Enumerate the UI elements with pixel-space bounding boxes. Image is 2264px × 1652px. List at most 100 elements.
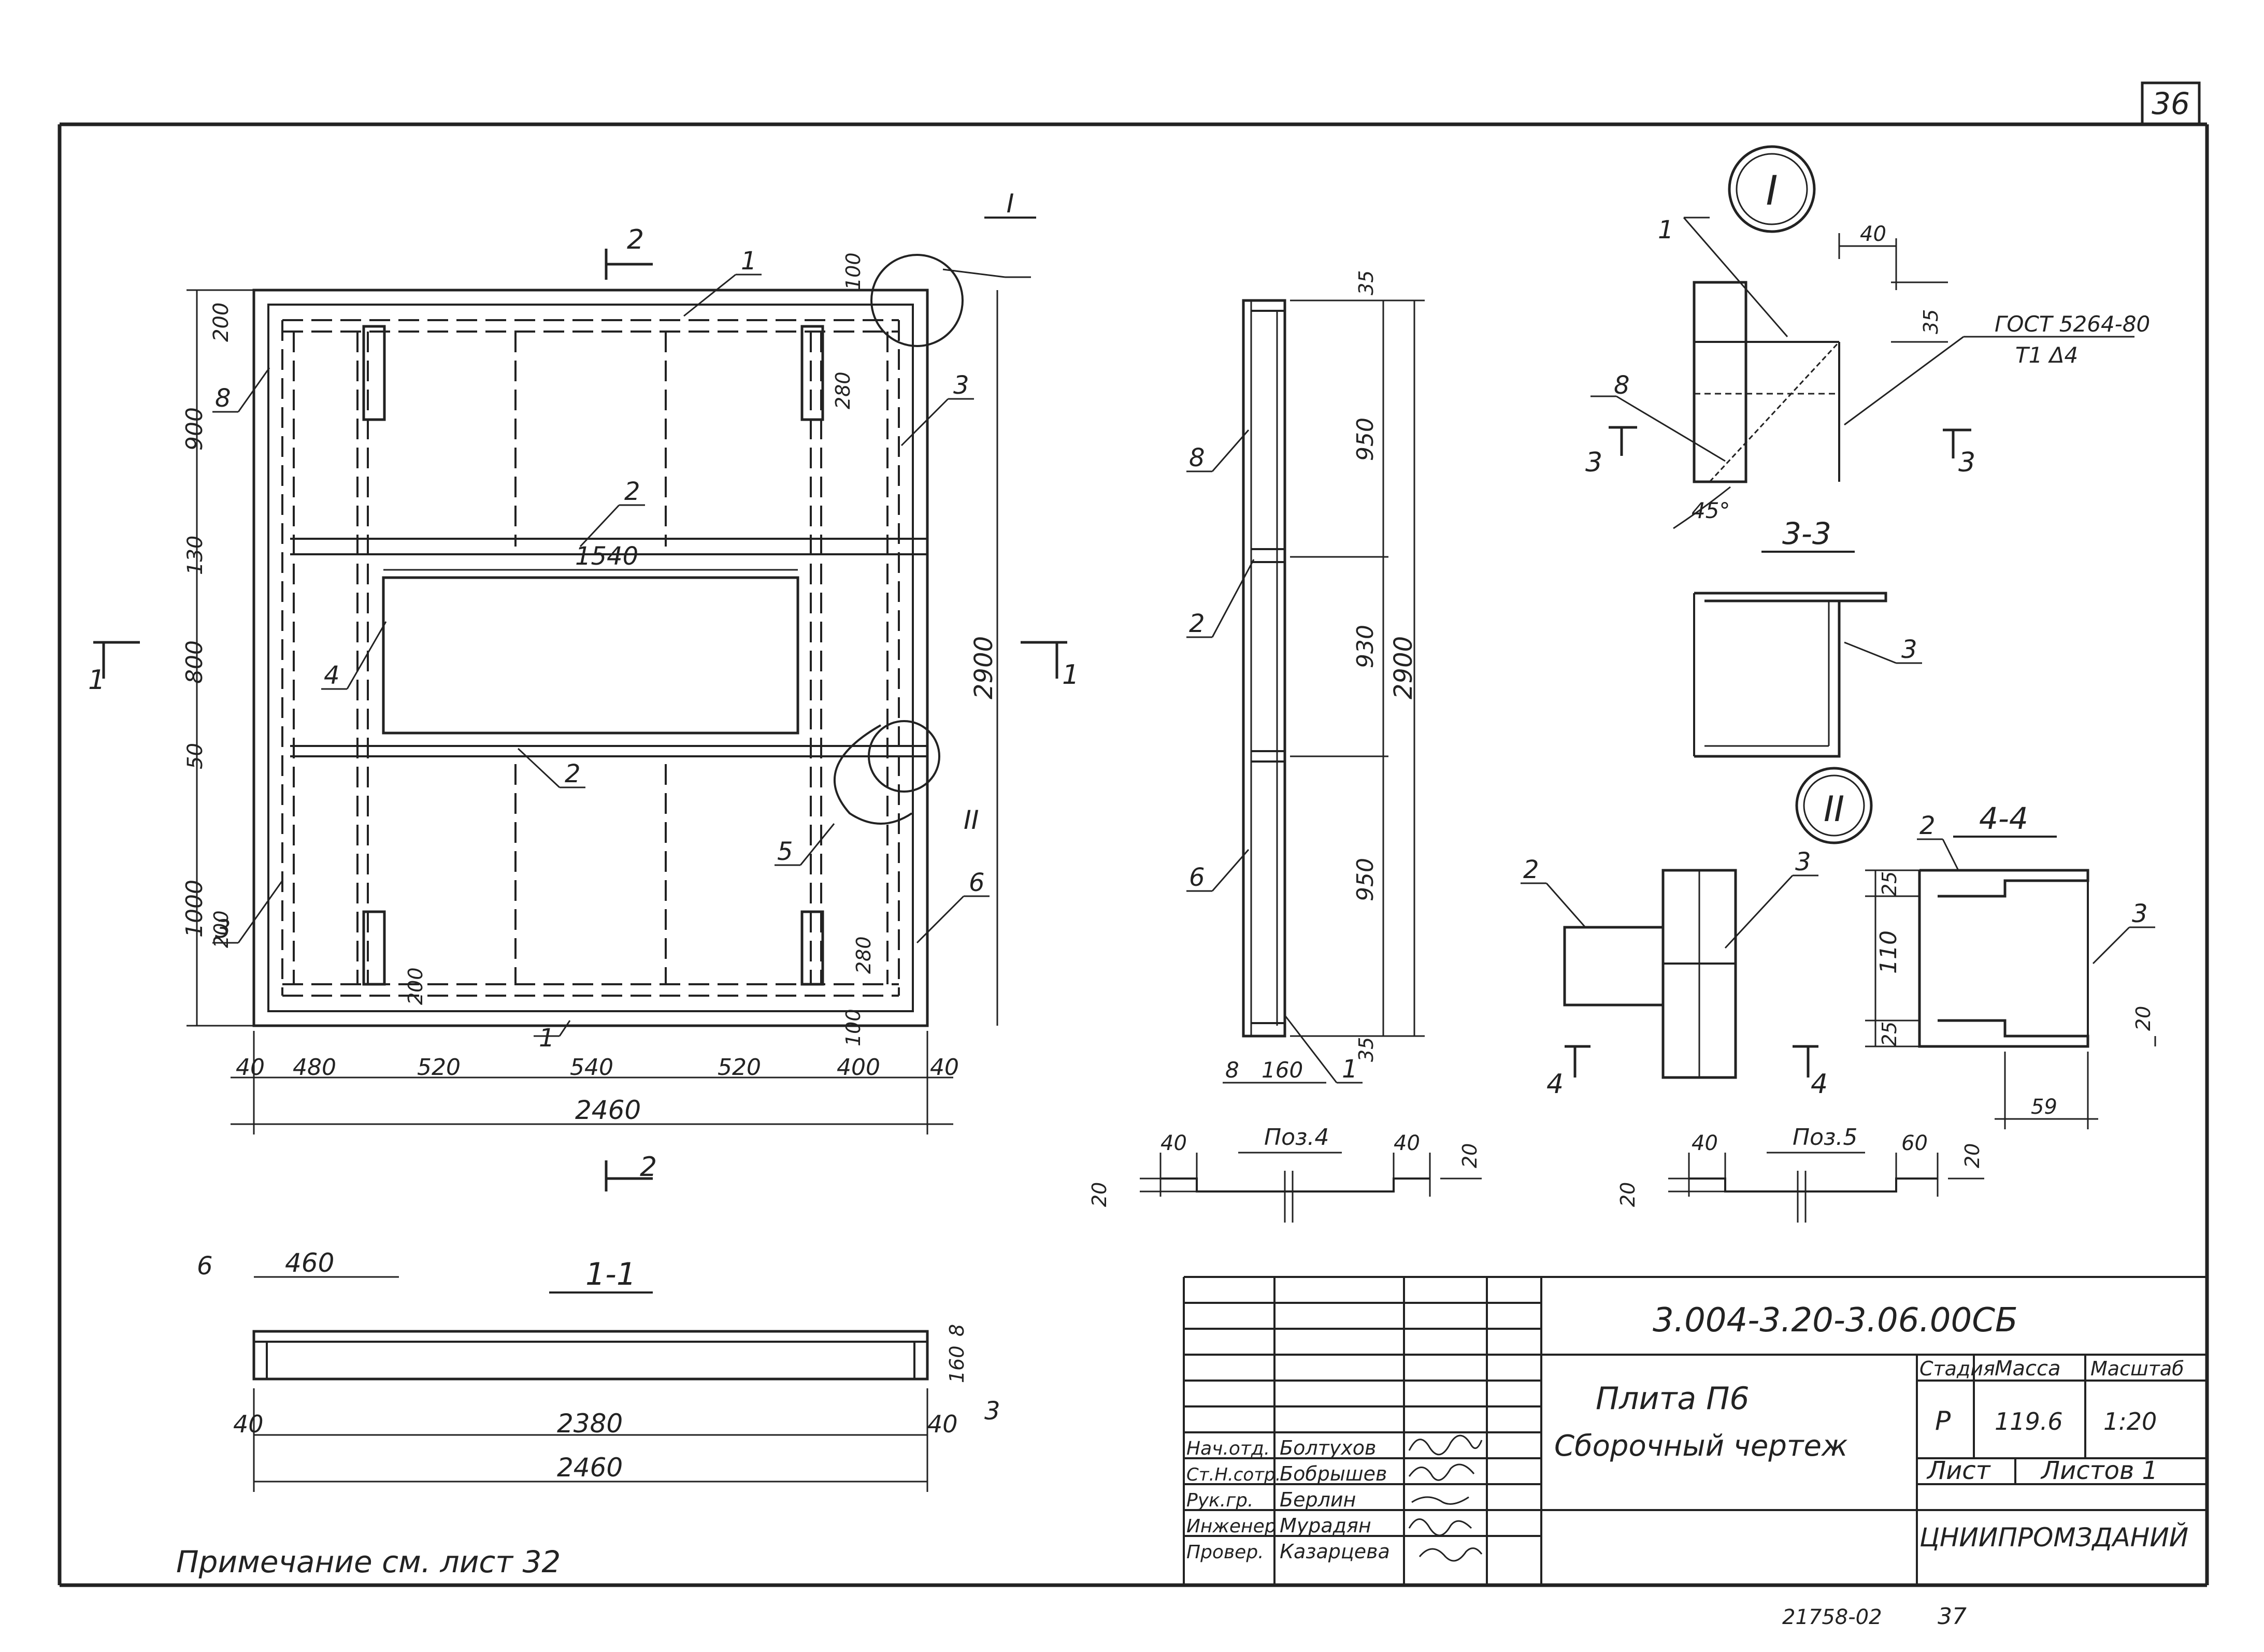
plate-inner-outline [267,304,914,1012]
detail-II-rib [1563,926,1665,1007]
plan-dim-bottom-6: 400 [837,1054,880,1081]
poz5-dim-20-left: 20 [1616,1182,1639,1207]
side-dim-950-top: 950 [1352,418,1379,461]
section-4-4-dim-lines [1865,838,2156,1129]
section-4-4-dim-25-bottom: 25 [1878,1022,1901,1046]
plan-view: 40 480 520 540 520 400 40 2460 200 900 1… [88,189,1079,1191]
signature-role-2: Ст.Н.сотр. [1186,1464,1281,1485]
detail-II-label: II [1824,789,1844,830]
section-4-4-dim-25-top: 25 [1878,871,1901,896]
plan-dim-bottom-4: 540 [570,1054,613,1081]
section-1-1-dim-2380: 2380 [557,1409,623,1439]
section-4-4: 4-4 25 110 25 20 59 2 3 [1865,801,2156,1129]
poz5-dim-20-right: 20 [1961,1143,1984,1168]
detail-II-pos-2: 2 [1523,855,1539,884]
detail-I-corner [1693,281,1747,483]
plan-pos-5: 5 [777,837,793,866]
signature-name-2: Бобрышев [1280,1462,1387,1485]
poz5-dim-lines [1668,1153,1984,1197]
side-pos-2: 2 [1189,609,1205,638]
plan-dimension-lines [187,289,998,1134]
section-mark-2-bottom: 2 [640,1152,657,1183]
page-number-box: 36 [2141,81,2201,126]
section-1-1-dim-460: 460 [285,1248,334,1278]
opening-width: 1540 [575,542,638,571]
callout-I-label: I [1007,189,1014,219]
stage-header: Стадия [1919,1357,1995,1380]
signature-role-3: Рук.гр. [1186,1490,1253,1511]
poz4-profile [1160,1177,1430,1193]
side-pos-6: 6 [1189,863,1205,892]
detail-I-standard: ГОСТ 5264-80 [1995,311,2150,337]
section-1-1-dim-40-right: 40 [927,1410,958,1438]
title-line-2: Сборочный чертеж [1554,1429,1847,1463]
signature-name-5: Казарцева [1280,1540,1390,1563]
section-3-3-profile [1694,592,1887,758]
detail-I-pos-8: 8 [1614,371,1630,400]
callout-II-label: II [964,805,979,835]
section-1-1-dim-lines [253,1276,928,1492]
section-4-4-profile [1918,869,2089,1048]
scale-value: 1:20 [2103,1407,2157,1435]
poz4-dim-40-left: 40 [1160,1131,1187,1155]
side-dim-930: 930 [1352,625,1379,668]
section-4-4-pos-2: 2 [1919,811,1936,840]
section-4-4-pos-3: 3 [2132,899,2148,928]
plan-overall-width: 2460 [575,1095,641,1125]
detail-I-section-marks [1609,426,1971,458]
plan-overall-height: 2900 [969,636,998,699]
side-dim-35-bottom: 35 [1355,1037,1378,1062]
section-3-3-label: 3-3 [1782,516,1831,551]
plan-detail-dim-3: 280 [832,371,854,409]
document-code: 3.004-3.20-3.06.00СБ [1653,1301,2018,1340]
side-pos-8: 8 [1189,443,1205,472]
signature-role-1: Нач.отд. [1186,1438,1270,1459]
section-3-3-pos-3: 3 [1901,635,1917,664]
poz4-dim-40-right: 40 [1394,1131,1420,1155]
side-view: 35 950 930 950 35 2900 8 160 8 2 6 1 [1186,270,1425,1084]
section-1-1-body [252,1330,929,1381]
mass-header: Масса [1995,1357,2061,1381]
callout-circle-II [868,720,940,793]
detail-II-circle [1795,767,1873,844]
section-1-1-dim-8: 8 [945,1324,968,1337]
organization: ЦНИИПРОМЗДАНИЙ [1919,1522,2188,1553]
section-1-1: 1-1 460 40 2380 40 2460 8 160 6 3 [197,1248,1000,1492]
plan-dim-left-4: 800 [181,640,208,684]
scale-header: Масштаб [2090,1357,2184,1380]
detail-I-dim-lines [1590,217,2134,462]
section-4-4-dim-20: 20 [2132,1006,2155,1031]
side-dim-8: 8 [1225,1057,1239,1083]
side-dim-2900: 2900 [1389,636,1418,699]
hidden-frame-lines [281,319,900,997]
note: Примечание см. лист 32 [176,1544,561,1579]
part-poz-4: Поз.4 40 40 20 20 [1088,1124,1482,1223]
handwritten-signatures [1408,1434,1483,1562]
detail-II-section-mark-left: 4 [1546,1069,1564,1100]
side-leaders [1186,429,1363,1084]
side-dim-35-top: 35 [1355,270,1378,295]
poz5-label: Поз.5 [1793,1124,1857,1151]
cross-ribs [290,538,927,757]
detail-I-circle [1728,145,1816,233]
detail-I-section-mark-right: 3 [1958,447,1975,478]
stiffener-details [362,325,824,986]
page-number: 36 [2152,86,2190,121]
section-4-4-label: 4-4 [1979,801,2028,836]
section-mark-lines [93,249,1067,1191]
poz4-dim-20-left: 20 [1088,1182,1111,1207]
detail-I-dim-40: 40 [1860,222,1886,246]
side-view-body [1242,299,1286,1038]
plan-pos-2b: 2 [565,759,581,788]
detail-I-weld: Т1 Δ4 [2015,342,2078,368]
detail-I-label: I [1766,168,1778,214]
section-4-4-dim-59: 59 [2031,1095,2057,1119]
title-block-grid [1183,1276,2207,1585]
detail-I-angle: 45° [1692,498,1730,523]
archive-page: 37 [1938,1603,1967,1630]
plan-dim-left-3: 130 [183,536,207,575]
detail-I-angle-arc [1673,486,1731,529]
poz4-dim-20-right: 20 [1458,1143,1481,1168]
plan-dim-left-5: 50 [183,743,207,769]
signature-name-1: Болтухов [1280,1436,1376,1459]
